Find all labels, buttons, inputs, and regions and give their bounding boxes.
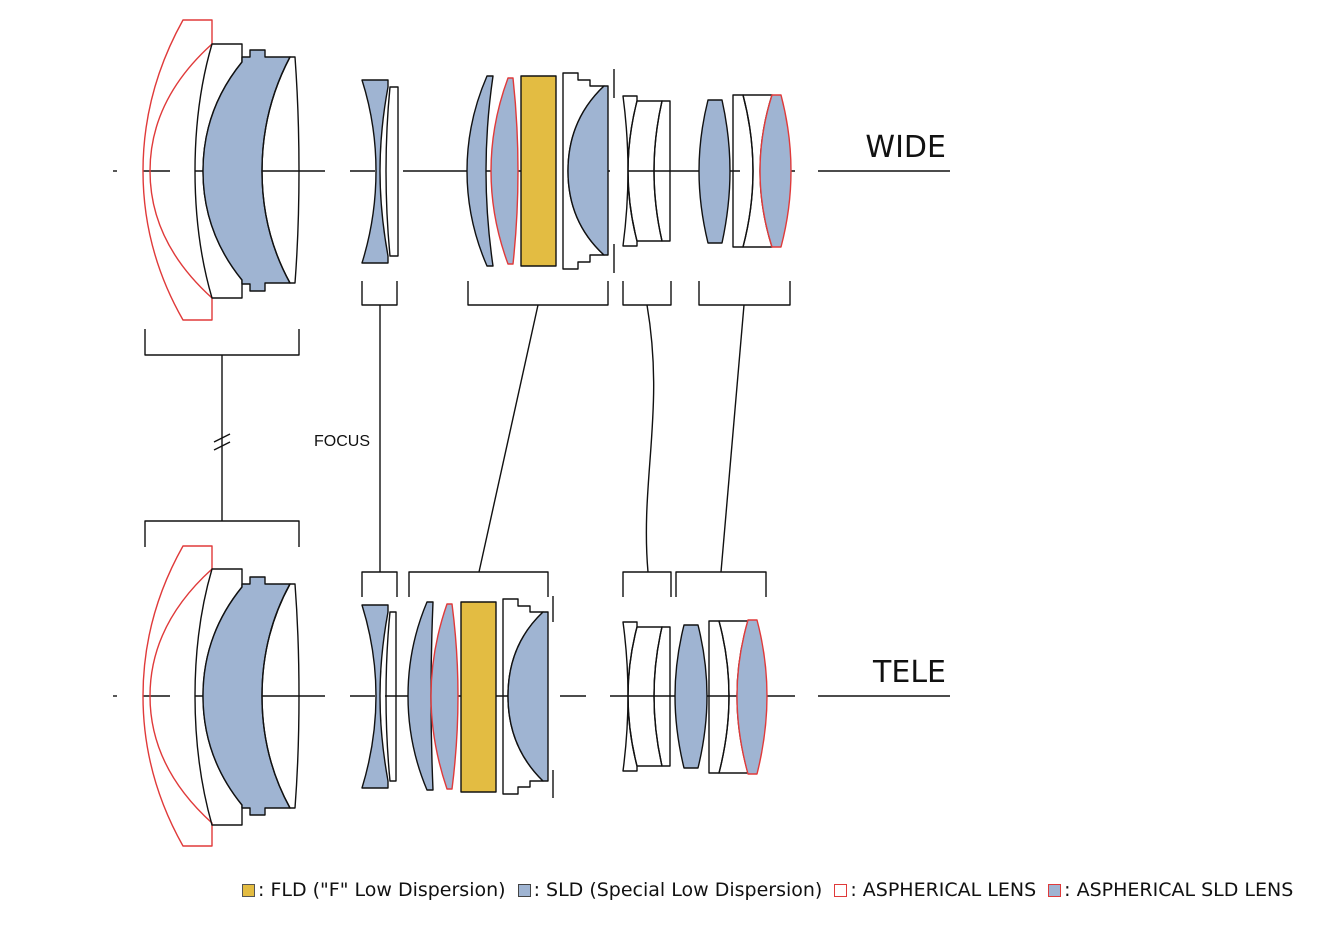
group-4-movement-line xyxy=(645,304,655,573)
sld-lens xyxy=(674,624,708,769)
tele-configuration xyxy=(113,520,950,847)
positive-lens xyxy=(261,56,300,284)
group-bracket-2 xyxy=(361,571,398,597)
positive-lens xyxy=(708,620,730,774)
break-mark xyxy=(213,433,231,443)
group-bracket-5 xyxy=(698,281,791,306)
sld-lens xyxy=(567,85,609,256)
aspherical-sld-lens xyxy=(490,77,519,265)
wide-label: WIDE xyxy=(865,130,946,165)
break-mark xyxy=(213,441,231,451)
sld-swatch-icon xyxy=(517,883,531,897)
sld-lens xyxy=(361,79,389,264)
group-bracket-4 xyxy=(622,571,672,597)
aspherical-sld-swatch-icon xyxy=(1048,883,1062,897)
focus-label: FOCUS xyxy=(314,433,370,450)
positive-lens xyxy=(261,583,300,809)
sld-lens xyxy=(407,601,434,791)
sld-lens xyxy=(466,75,494,267)
aspherical-sld-lens xyxy=(430,603,459,790)
aspherical-sld-lens xyxy=(736,619,768,775)
group-bracket-5 xyxy=(675,571,767,597)
legend-text-aspherical-sld: : ASPHERICAL SLD LENS xyxy=(1064,879,1294,901)
legend-text-sld: : SLD (Special Low Dispersion) xyxy=(533,879,823,901)
sld-lens xyxy=(361,604,389,789)
legend: : FLD ("F" Low Dispersion) : SLD (Specia… xyxy=(242,879,1305,901)
legend-item-aspherical: : ASPHERICAL LENS xyxy=(834,879,1036,901)
tele-label: TELE xyxy=(872,655,946,690)
group-bracket-2 xyxy=(361,281,398,306)
positive-lens xyxy=(653,100,671,242)
fld-swatch-icon xyxy=(242,883,255,897)
group-bracket-1 xyxy=(144,520,300,547)
group-5-movement-line xyxy=(720,304,745,573)
aspherical-meniscus-lens xyxy=(142,19,213,321)
group-bracket-3 xyxy=(408,571,549,597)
legend-item-sld: : SLD (Special Low Dispersion) xyxy=(517,879,823,901)
aspherical-sld-lens xyxy=(759,94,792,248)
plate-lens xyxy=(385,86,399,257)
legend-text-aspherical: : ASPHERICAL LENS xyxy=(850,879,1037,901)
fld-lens xyxy=(520,75,557,267)
group-bracket-1 xyxy=(144,329,300,356)
legend-item-fld: : FLD ("F" Low Dispersion) xyxy=(242,879,506,901)
plate-lens xyxy=(385,611,397,782)
zoom-movement-lines xyxy=(213,304,745,573)
group-bracket-4 xyxy=(622,281,672,306)
legend-item-aspherical-sld: : ASPHERICAL SLD LENS xyxy=(1048,879,1293,901)
sld-lens xyxy=(698,99,731,244)
positive-lens xyxy=(653,626,671,767)
wide-configuration xyxy=(113,19,950,356)
group-bracket-3 xyxy=(467,281,609,306)
sld-lens xyxy=(507,611,549,782)
group-3-movement-line xyxy=(478,304,539,573)
aspherical-swatch-icon xyxy=(834,883,848,897)
fld-lens xyxy=(460,601,497,793)
legend-text-fld: : FLD ("F" Low Dispersion) xyxy=(258,879,506,901)
